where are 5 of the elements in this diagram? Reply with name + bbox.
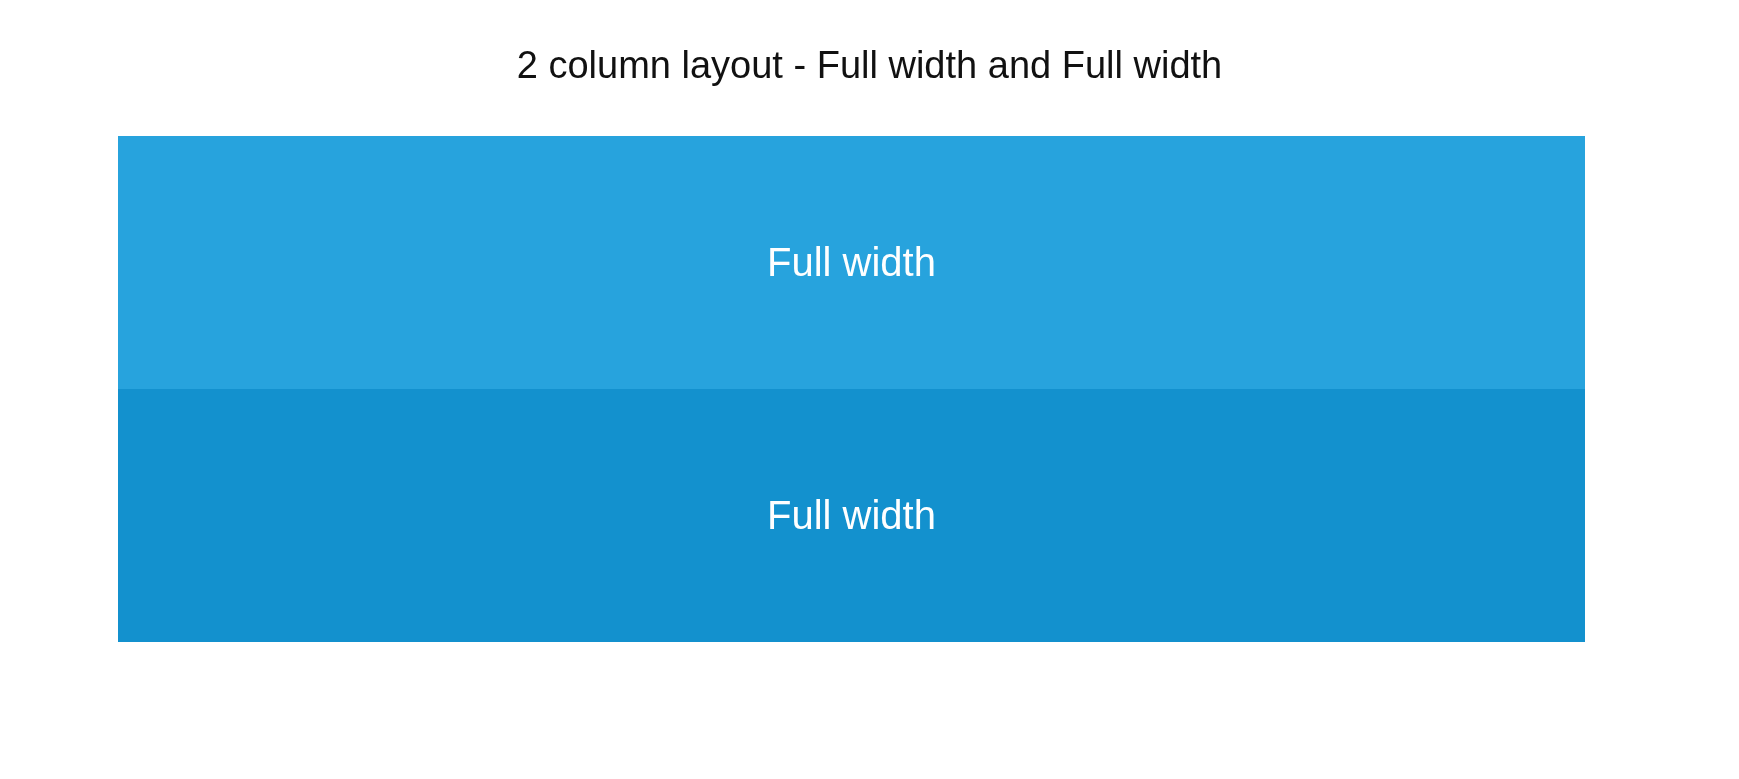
band-label: Full width [767, 493, 936, 538]
band-label: Full width [767, 240, 936, 285]
diagram-title: 2 column layout - Full width and Full width [515, 44, 1224, 87]
layout-band [118, 136, 1585, 389]
layout-band [118, 389, 1585, 642]
